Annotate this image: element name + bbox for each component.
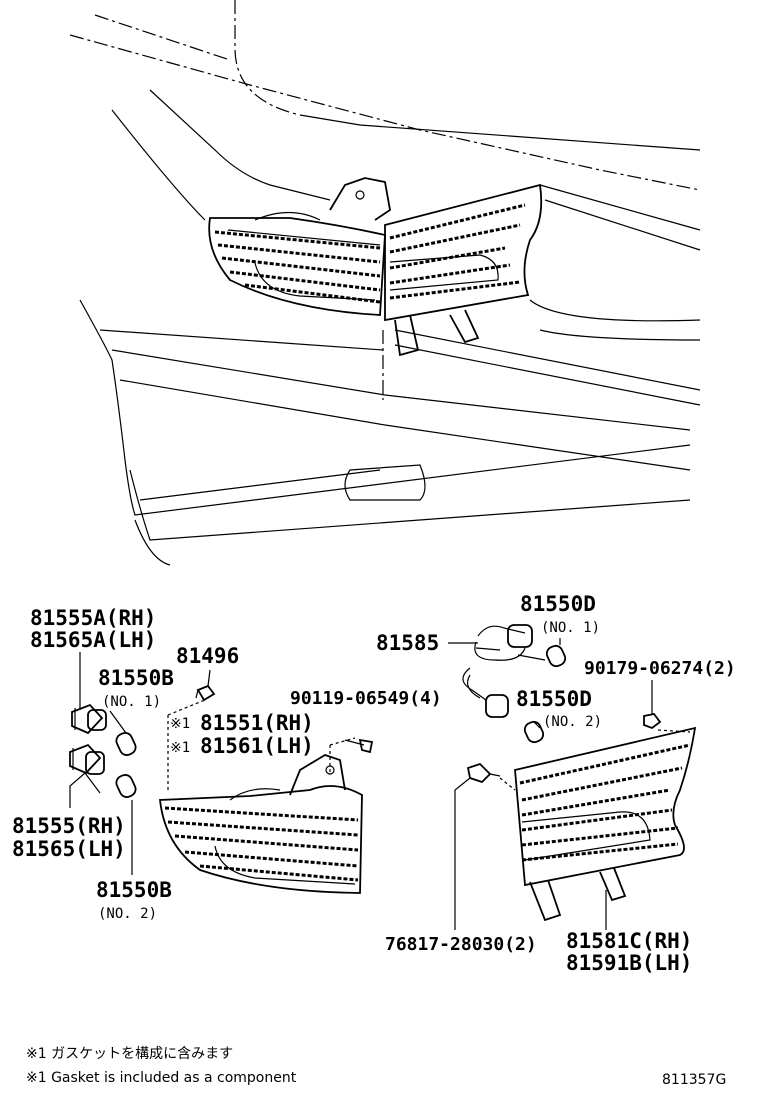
label-81496: 81496 (176, 644, 239, 668)
label-81561-mark: ※1 (170, 740, 190, 756)
label-81581C: 81581C(RH) (566, 929, 692, 953)
label-81555A: 81555A(RH) (30, 606, 156, 630)
bulb-socket-81555A (71, 703, 107, 735)
label-90179: 90179-06274(2) (584, 658, 736, 679)
right-combination-lamp-assembly (462, 624, 697, 922)
clip-76817 (466, 762, 501, 784)
clip-81496 (195, 684, 216, 702)
nut-90179 (643, 713, 662, 730)
footnote-japanese: ※1 ガスケットを構成に含みます (26, 1046, 233, 1062)
label-no1-left: (NO. 1) (102, 694, 161, 710)
bulb-81550D-no1 (545, 644, 567, 668)
label-76817: 76817-28030(2) (385, 934, 537, 955)
socket-harness-81585 (462, 624, 546, 718)
label-81561: 81561(LH) (200, 734, 314, 758)
label-no2-left: (NO. 2) (98, 906, 157, 922)
label-81550B-top: 81550B (98, 666, 174, 690)
label-90119: 90119-06549(4) (290, 688, 442, 709)
label-81551-mark: ※1 (170, 716, 190, 732)
label-81551: 81551(RH) (200, 711, 314, 735)
footnote-english: ※1 Gasket is included as a component (26, 1070, 297, 1086)
label-81555: 81555(RH) (12, 814, 126, 838)
vehicle-rear-illustration (69, 0, 701, 566)
label-81550D-bottom: 81550D (516, 687, 592, 711)
bulb-81550D-no2 (523, 720, 545, 744)
label-81591B: 81591B(LH) (566, 951, 692, 975)
bulb-socket-81555 (69, 743, 105, 775)
label-81550D-top: 81550D (520, 592, 596, 616)
label-81585: 81585 (376, 631, 439, 655)
diagram-code: 811357G (662, 1072, 726, 1088)
label-81565A: 81565A(LH) (30, 628, 156, 652)
label-no1-right: (NO. 1) (541, 620, 600, 636)
bulb-81550B-no1 (115, 732, 137, 756)
screw-90119 (344, 738, 374, 754)
leader-lines (69, 638, 653, 930)
left-tail-lamp-assembly (69, 684, 374, 894)
bulb-81550B-no2 (115, 774, 137, 798)
label-81565: 81565(LH) (12, 837, 126, 861)
label-81550B-bottom: 81550B (96, 878, 172, 902)
label-no2-right: (NO. 2) (543, 714, 602, 730)
